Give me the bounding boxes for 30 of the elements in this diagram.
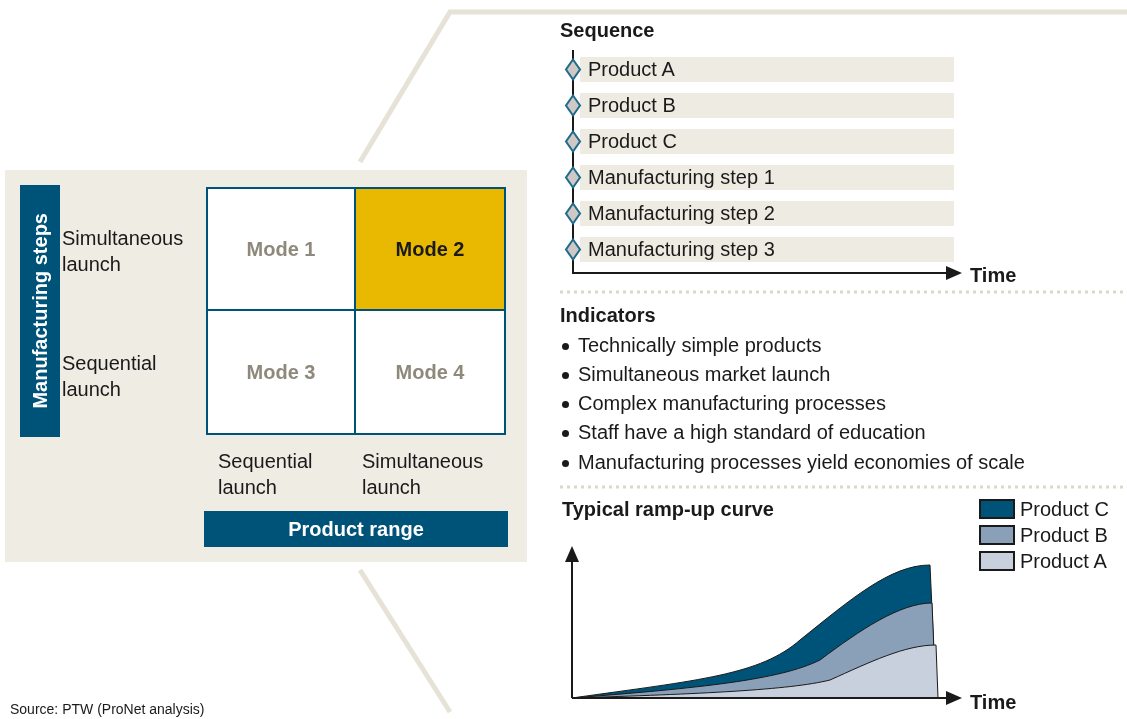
bullet-item: Complex manufacturing processes (560, 391, 886, 416)
sequence-bar: Manufacturing step 2 (580, 201, 954, 226)
sequence-bar: Manufacturing step 3 (580, 237, 954, 262)
sequence-bar: Product B (580, 93, 954, 118)
sequence-bar: Manufacturing step 1 (580, 165, 954, 190)
bullet-item: Manufacturing processes yield economies of scale (560, 450, 1025, 475)
bullet-item: Staff have a high standard of education (560, 420, 926, 445)
source-note: Source: PTW (ProNet analysis) (10, 700, 205, 718)
axis-label: Time (970, 690, 1017, 715)
column-label: Sequential launch (218, 449, 314, 500)
mode-cell: Mode 3 (206, 311, 356, 435)
row-label: Simultaneous launch (62, 226, 185, 277)
sequence-bar: Product A (580, 57, 954, 82)
legend-label: Product B (1020, 523, 1108, 548)
bullet-item: Simultaneous market launch (560, 362, 831, 387)
legend-label: Product C (1020, 497, 1109, 522)
legend-label: Product A (1020, 549, 1107, 574)
axis-label: Time (970, 263, 1017, 288)
mode-cell: Mode 1 (206, 187, 356, 311)
mode-cell: Mode 4 (356, 311, 506, 435)
section-heading: Sequence (560, 18, 655, 43)
row-label: Sequential launch (62, 351, 158, 402)
highlighted-mode-cell: Mode 2 (356, 187, 506, 311)
section-heading: Indicators (560, 303, 656, 328)
sequence-bar: Product C (580, 129, 954, 154)
bullet-item: Technically simple products (560, 333, 822, 358)
chart-title: Typical ramp-up curve (562, 497, 774, 522)
axis-title-band: Product range (204, 511, 508, 547)
column-label: Simultaneous launch (362, 449, 485, 500)
axis-title-band: Manufacturing steps (20, 185, 60, 437)
